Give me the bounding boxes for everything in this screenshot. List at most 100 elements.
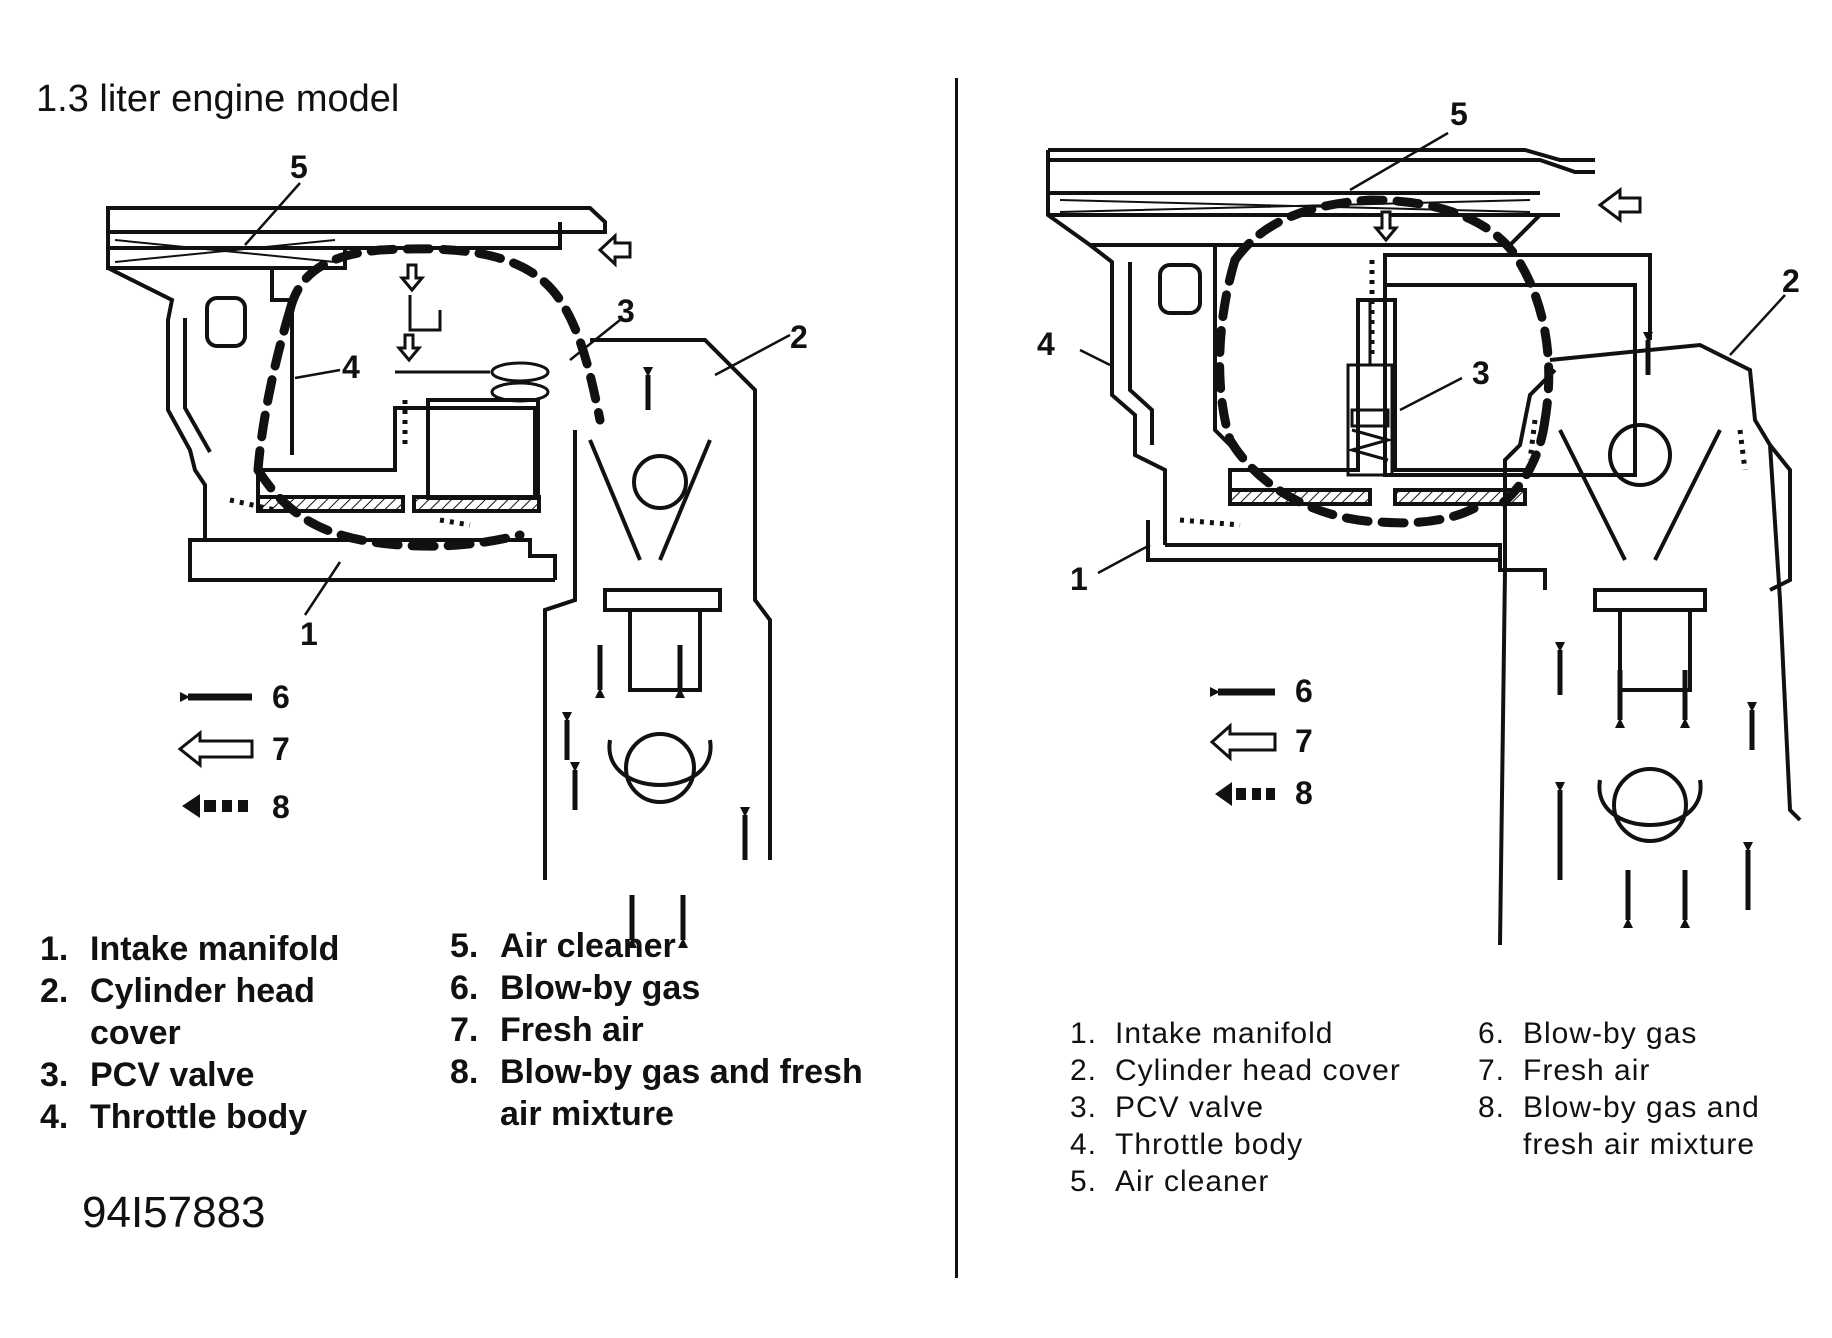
list-item: 4. Throttle body bbox=[40, 1096, 339, 1138]
list-item: 1.Intake manifold bbox=[1070, 1015, 1401, 1052]
left-callout-1: 1 bbox=[300, 616, 318, 652]
item-label: Cylinder head bbox=[90, 972, 315, 1010]
list-item: fresh air mixture bbox=[1478, 1126, 1760, 1163]
right-callout-labels: 5 2 4 3 1 bbox=[1037, 96, 1800, 597]
item-number bbox=[450, 1093, 500, 1135]
list-item: 1. Intake manifold bbox=[40, 928, 339, 970]
item-number: 2. bbox=[1070, 1054, 1098, 1087]
item-label: Throttle body bbox=[1115, 1128, 1304, 1161]
item-number: 3. bbox=[1070, 1091, 1098, 1124]
figure-id: 94I57883 bbox=[82, 1188, 266, 1237]
item-number: 2. bbox=[40, 972, 69, 1010]
left-intake-manifold bbox=[188, 398, 557, 582]
item-number: 1. bbox=[40, 930, 69, 968]
right-legend-fresh-air-arrow bbox=[1209, 722, 1277, 762]
right-air-cleaner bbox=[1046, 148, 1595, 247]
right-parts-list-col2: 6.Blow-by gas 7.Fresh air 8.Blow-by gas … bbox=[1478, 1015, 1760, 1163]
right-parts-list-col1: 1.Intake manifold 2.Cylinder head cover … bbox=[1070, 1015, 1401, 1200]
left-callout-3: 3 bbox=[617, 293, 635, 329]
list-item: 3. PCV valve bbox=[1070, 1089, 1401, 1126]
item-label: Intake manifold bbox=[1115, 1017, 1334, 1050]
left-legend-8: 8 bbox=[272, 789, 290, 825]
left-throttle-body-housing bbox=[107, 266, 294, 540]
list-item: 7.Fresh air bbox=[450, 1009, 863, 1051]
item-number: 5. bbox=[450, 927, 479, 965]
left-parts-list-col2: 5.Air cleaner 6.Blow-by gas 7.Fresh air … bbox=[450, 925, 863, 1135]
left-blowby-arrows bbox=[562, 367, 750, 948]
list-item: 4. Throttle body bbox=[1070, 1126, 1401, 1163]
list-item: 2. Cylinder head cover bbox=[1070, 1052, 1401, 1089]
item-label: Blow-by gas bbox=[1523, 1017, 1698, 1050]
list-item: 6. Blow-by gas bbox=[450, 967, 863, 1009]
right-callout-1: 1 bbox=[1070, 561, 1088, 597]
left-callout-labels: 5 3 2 4 1 bbox=[290, 149, 808, 652]
left-callout-5: 5 bbox=[290, 149, 308, 185]
right-cylinder-head bbox=[1498, 342, 1802, 946]
item-label: air mixture bbox=[500, 1095, 674, 1133]
right-engine-drawing bbox=[1046, 148, 1802, 946]
right-callout-5: 5 bbox=[1450, 96, 1468, 132]
item-number: 6. bbox=[1478, 1017, 1506, 1050]
list-item: 5. Air cleaner bbox=[1070, 1163, 1401, 1200]
item-number: 8. bbox=[450, 1053, 479, 1091]
right-intake-manifold bbox=[1146, 253, 1652, 590]
panel-divider bbox=[955, 78, 958, 1278]
right-legend-6: 6 bbox=[1295, 673, 1313, 709]
list-item: cover bbox=[40, 1012, 339, 1054]
right-legend: 6 7 8 bbox=[1209, 673, 1313, 811]
item-label: Throttle body bbox=[90, 1098, 308, 1136]
item-label: Intake manifold bbox=[90, 930, 340, 968]
right-legend-mixture-arrow bbox=[1215, 782, 1275, 806]
left-pcv-valve bbox=[395, 295, 550, 403]
left-cylinder-head bbox=[543, 338, 772, 880]
item-label: Fresh air bbox=[1523, 1054, 1651, 1087]
item-label: Air cleaner bbox=[1115, 1165, 1270, 1198]
item-number: 4. bbox=[40, 1098, 69, 1136]
right-fresh-air-arrows bbox=[1372, 187, 1642, 243]
left-title: 1.3 liter engine model bbox=[36, 78, 400, 120]
left-callout-2: 2 bbox=[790, 319, 808, 355]
item-number: 7. bbox=[1478, 1054, 1506, 1087]
left-legend-7: 7 bbox=[272, 731, 290, 767]
item-label: cover bbox=[90, 1014, 181, 1052]
left-air-cleaner bbox=[106, 206, 607, 270]
list-item: 5. Air cleaner bbox=[450, 925, 863, 967]
item-label: Air cleaner bbox=[500, 927, 676, 965]
list-item: 3. PCV valve bbox=[40, 1054, 339, 1096]
right-callout-leaders bbox=[1079, 131, 1786, 575]
right-mixture-dotted bbox=[1179, 260, 1748, 528]
right-throttle-body-housing bbox=[1088, 243, 1242, 545]
item-number: 5. bbox=[1070, 1165, 1098, 1198]
right-mixture-path bbox=[1215, 195, 1554, 528]
item-number: 4. bbox=[1070, 1128, 1098, 1161]
item-label: Fresh air bbox=[500, 1011, 644, 1049]
left-legend: 6 7 8 bbox=[177, 679, 290, 825]
item-label: PCV valve bbox=[90, 1056, 255, 1094]
item-label: PCV valve bbox=[1115, 1091, 1265, 1124]
list-item: 7. Fresh air bbox=[1478, 1052, 1760, 1089]
right-callout-2: 2 bbox=[1782, 263, 1800, 299]
item-label: fresh air mixture bbox=[1523, 1128, 1756, 1161]
right-legend-8: 8 bbox=[1295, 775, 1313, 811]
left-legend-6: 6 bbox=[272, 679, 290, 715]
left-callout-4: 4 bbox=[342, 349, 360, 385]
item-number: 3. bbox=[40, 1056, 69, 1094]
left-legend-fresh-air-arrow bbox=[177, 729, 254, 769]
item-number bbox=[40, 1012, 90, 1054]
left-mixture-path bbox=[253, 244, 605, 551]
item-number: 8. bbox=[1478, 1091, 1506, 1124]
left-parts-list-col1: 1.Intake manifold 2.Cylinder head cover … bbox=[40, 928, 339, 1138]
left-callout-leaders bbox=[244, 182, 791, 616]
item-number bbox=[1478, 1126, 1523, 1163]
left-fresh-air-arrows bbox=[395, 232, 632, 363]
item-label: Blow-by gas bbox=[500, 969, 701, 1007]
list-item: 6. Blow-by gas bbox=[1478, 1015, 1760, 1052]
right-blowby-arrows bbox=[1555, 332, 1757, 928]
left-engine-drawing bbox=[106, 206, 772, 880]
right-legend-7: 7 bbox=[1295, 723, 1313, 759]
item-number: 6. bbox=[450, 969, 479, 1007]
item-label: Cylinder head cover bbox=[1115, 1054, 1401, 1087]
left-legend-mixture-arrow bbox=[182, 794, 248, 818]
